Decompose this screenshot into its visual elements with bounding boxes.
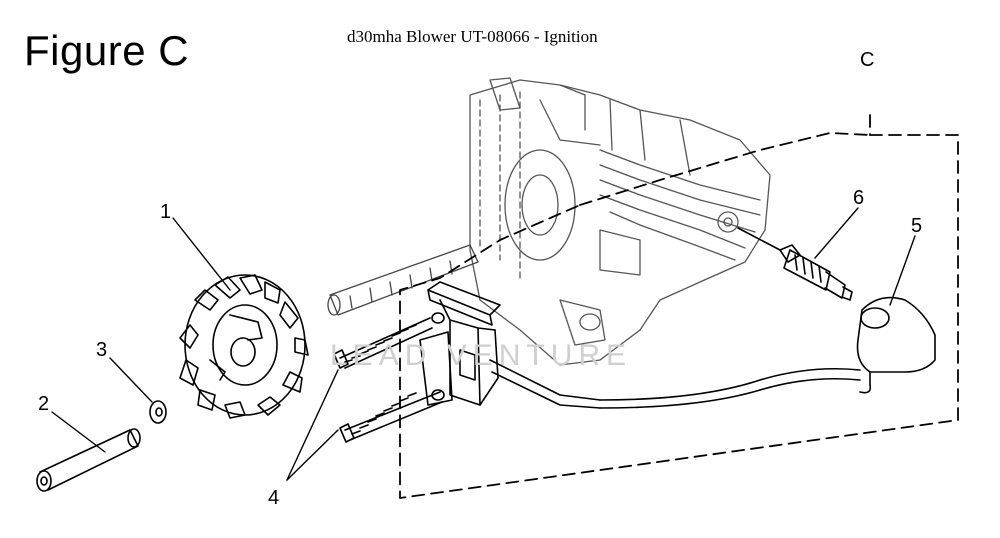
leader-lines [51,207,916,481]
engine-block [469,77,771,366]
watermark: LEAD VENTURE [330,339,632,372]
callout-2: 2 [38,393,49,415]
assembly-outline-c [399,114,959,499]
figure-label: Figure C [24,27,190,74]
sleeve [36,428,141,492]
ignition-module [419,281,601,409]
ignition-lead [599,367,861,409]
crankshaft [327,244,479,316]
callout-1: 1 [160,201,171,223]
diagram-title: d30mha Blower UT-08066 - Ignition [347,27,598,46]
callout-3: 3 [96,339,107,361]
spark-plug-boot [856,296,936,394]
flywheel [179,274,309,419]
callout-c: C [860,49,874,71]
mounting-bolts [333,317,443,443]
washer [149,400,167,424]
callout-6: 6 [853,187,864,209]
callout-4: 4 [268,487,279,509]
callout-5: 5 [911,215,922,237]
spark-plug [737,227,853,301]
